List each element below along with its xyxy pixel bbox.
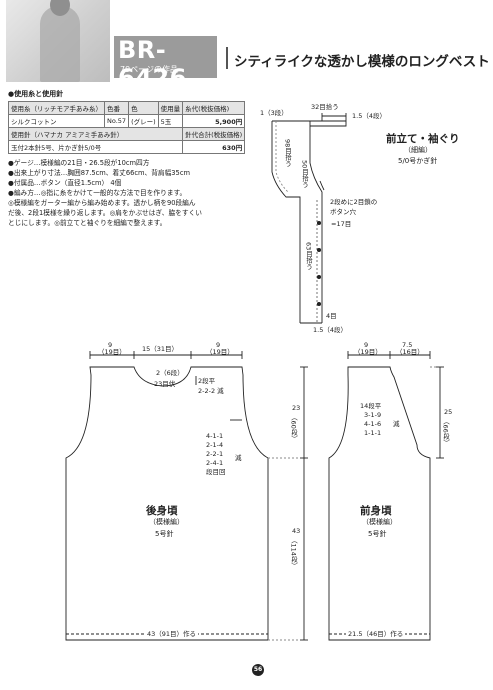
page-number: 56 (253, 666, 263, 673)
needle-row: 玉付2本針5号、片かぎ針5/0号 630円 (7, 140, 246, 154)
note-line: ●編み方…◎指に糸をかけて一般的な方法で目を作ります。 (8, 189, 187, 197)
front-right-rows: （66段） (441, 418, 450, 446)
front-dec-4: 1-1-1 (364, 429, 382, 437)
back-shoulder-1: 2段平 (198, 377, 216, 385)
band-pickup-63: 63目拾う (304, 242, 313, 270)
pattern-code-box: BR-6426 79ページの作品 (114, 36, 217, 92)
side-dimension-lines (268, 366, 308, 641)
needle-header-row: 使用針（ハマナカ アミアミ手あみ針） 針代合計(税抜価格) (7, 127, 246, 141)
side-lower-rows: （114段） (289, 537, 298, 569)
page-title: シティライクな透かし模様のロングベスト (234, 54, 490, 70)
title-divider (226, 47, 228, 69)
front-needle: 5号針 (368, 530, 387, 538)
band-4: 4目 (326, 312, 337, 320)
band-pickup-50: 50目拾う (300, 160, 309, 188)
band-17: =17目 (331, 220, 352, 228)
note-line: ●ゲージ…模様編の21目・26.5段が10cm四方 (8, 159, 150, 167)
model-head (50, 0, 70, 16)
yarn-header-cell: 使用量 (157, 101, 184, 115)
back-top-right: 9 (216, 341, 221, 349)
band-pickup-98: 98目拾う (283, 139, 292, 167)
note-line: ●付属品…ボタン（直径1.5cm） 4個 (8, 179, 122, 187)
back-dec-4: 2-4-1 (206, 459, 224, 467)
needle-header: 使用針（ハマナカ アミアミ手あみ針） (7, 127, 184, 141)
front-right-dim: 25 (444, 408, 453, 416)
back-stitch: （模様編） (149, 518, 184, 526)
side-upper: 23 (292, 404, 301, 412)
side-upper-rows: （60段） (289, 414, 298, 442)
page-reference: 79ページの作品 (120, 65, 179, 74)
needle-cell: 玉付2本針5号、片かぎ針5/0号 (7, 140, 184, 154)
needle-price-header: 針代合計(税抜価格) (182, 127, 246, 141)
back-top-right-rows: （19目） (206, 348, 234, 356)
back-top-left: 9 (108, 341, 113, 349)
back-neck-bind: 23目伏 (154, 380, 176, 388)
model-photo (6, 0, 110, 82)
front-top-right-rows: （16目） (396, 348, 424, 356)
band-hole-note: 2段めに2目鎖の (330, 198, 378, 206)
instructions: ●ゲージ…模様編の21目・26.5段が10cm四方 ●出来上がり寸法…胸囲87.… (8, 158, 230, 228)
note-line: ◎模様編をガーター編から編み始めます。透かし柄を90段編ん (8, 199, 196, 207)
note-line: とじにします。◎前立てと袖ぐりを細編で整えます。 (8, 219, 167, 227)
front-band-title: 前立て・袖ぐり (386, 133, 460, 145)
front-dec-3: 4-1-6 (364, 420, 382, 428)
back-dec-label: 減 (235, 454, 242, 462)
front-band-stitch: （細編） (404, 146, 432, 154)
front-band-hook: 5/0号かぎ針 (398, 157, 438, 165)
back-bottom: 43（91目）作る (145, 630, 199, 638)
back-body-diagram (65, 351, 269, 641)
back-shoulder-2: 2-2-2 減 (198, 387, 224, 395)
band-pickup-32: 32目拾う (311, 103, 339, 111)
back-dec-5: 段目回 (206, 468, 226, 476)
back-needle: 5号針 (155, 530, 174, 538)
page-number-badge (252, 664, 264, 676)
band-hole-note2: ボタン穴 (330, 208, 356, 216)
materials-table: 使用糸（リッチモア手あみ糸） 色番 色 使用量 糸代(税抜価格) シルクコットン… (7, 101, 246, 154)
band-top-right: 1.5（4段） (352, 112, 386, 120)
yarn-header-cell: 色 (128, 101, 159, 115)
front-top-right: 7.5 (402, 341, 413, 349)
front-dec-label: 減 (393, 420, 400, 428)
band-top-left: 1（3段） (260, 109, 288, 117)
yarn-row: シルクコットン No.57 (グレー) 5玉 5,900円 (8, 114, 246, 128)
back-name: 後身頃 (146, 505, 178, 517)
side-lower: 43 (292, 527, 301, 535)
yarn-header-cell: 糸代(税抜価格) (182, 101, 246, 115)
note-line: だ後、2段1模様を繰り返します。◎肩をかぶせはぎ、脇をすくい (8, 209, 202, 217)
back-top-left-rows: （19目） (98, 348, 126, 356)
back-top-mid: 15（31目） (142, 345, 179, 353)
front-body-diagram (328, 351, 444, 641)
front-band-diagram (271, 113, 347, 324)
back-dec-1: 4-1-1 (206, 432, 224, 440)
front-stitch: （模様編） (362, 518, 397, 526)
note-line: ●出来上がり寸法…胸囲87.5cm、着丈66cm、背肩幅35cm (8, 169, 191, 177)
front-top-left-rows: （19目） (354, 348, 382, 356)
vest-figure (40, 6, 80, 82)
front-dec-2: 3-1-9 (364, 411, 382, 419)
materials-title: ●使用糸と使用針 (8, 90, 64, 98)
back-dec-2: 2-1-4 (206, 441, 224, 449)
front-top-left: 9 (364, 341, 369, 349)
needle-price: 630円 (182, 140, 246, 154)
back-neck: 2（6段） (156, 369, 184, 377)
band-bottom: 1.5（4段） (313, 326, 347, 334)
pattern-code: BR-6426 (118, 36, 187, 92)
front-bottom: 21.5（46目）作る (346, 630, 406, 638)
front-name: 前身頃 (360, 505, 392, 517)
back-dec-3: 2-2-1 (206, 450, 224, 458)
front-dec-1: 14段平 (360, 402, 382, 410)
yarn-header-cell: 色番 (103, 101, 130, 115)
